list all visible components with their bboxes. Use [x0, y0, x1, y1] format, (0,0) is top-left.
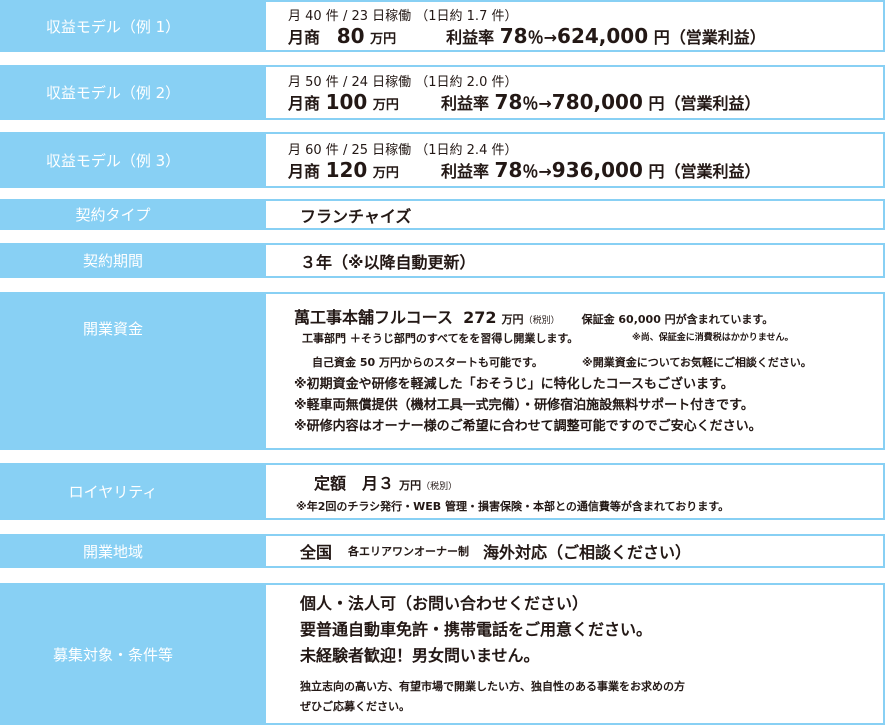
funds-own: 自己資金 50 万円からのスタートも可能です。 ※開業資金についてお気軽にご相談く…: [294, 354, 883, 370]
royalty-head: 定額 月３ 万円（税別）: [306, 470, 883, 494]
rate-unit: ％→: [522, 161, 552, 181]
deposit: 保証金 60,000 円が含まれています。: [581, 313, 774, 326]
label: ロイヤリティ: [0, 463, 266, 520]
sales: 120: [325, 157, 368, 182]
row-contract-type: 契約タイプ フランチャイズ: [0, 199, 885, 230]
rate: 78: [494, 90, 523, 114]
note: ※初期資金や研修を軽減した「おそうじ」に特化したコースもございます。: [294, 377, 734, 392]
row-funds: 開業資金 萬工事本舗フルコース 272 万円（税別） 保証金 60,000 円が含…: [0, 292, 885, 450]
unit: 万円: [501, 313, 524, 326]
profit-unit: 円（営業利益）: [648, 94, 761, 113]
contract-period-value: ３年（※以降自動更新）: [300, 252, 476, 272]
target-line: 未経験者歓迎！男女問いません。: [300, 646, 540, 665]
value: 月 40 件 / 23 日稼働 （1日約 1.7 件） 月商 80 万円 利益率 …: [266, 0, 885, 52]
label: 開業地域: [0, 534, 266, 568]
model-figures: 月商 100 万円 利益率 78％→780,000 円（営業利益）: [288, 90, 883, 114]
row-target: 募集対象・条件等 個人・法人可（お問い合わせください） 要普通自動車免許・携帯電…: [0, 583, 885, 725]
rate: 78: [499, 23, 528, 48]
value: フランチャイズ: [266, 199, 885, 230]
model-line: 月 50 件 / 24 日稼働 （1日約 2.0 件）: [288, 75, 518, 90]
area-main: 全国: [300, 543, 333, 562]
note: ※軽車両無償提供（機材工具一式完備）・研修宿泊施設無料サポート付きです。: [294, 398, 754, 413]
value: ３年（※以降自動更新）: [266, 243, 885, 278]
royalty-note: ※年2回のチラシ発行・WEB 管理・損害保険・本部との通信費等が含まれております…: [296, 499, 730, 513]
sales-prefix: 月商: [288, 161, 321, 181]
profit: 936,000: [551, 157, 643, 182]
royalty-value: 定額 月３: [314, 473, 395, 493]
target-line: 要普通自動車免許・携帯電話をご用意ください。: [300, 620, 653, 639]
label: 契約タイプ: [0, 199, 266, 230]
model-figures: 月商 120 万円 利益率 78％→936,000 円（営業利益）: [288, 158, 883, 182]
profit-unit: 円（営業利益）: [653, 27, 766, 47]
sales: 80: [336, 23, 365, 48]
target-note: ぜひご応募ください。: [300, 700, 410, 713]
unit: 万円: [399, 478, 422, 492]
model-line: 月 40 件 / 23 日稼働 （1日約 1.7 件）: [288, 8, 518, 24]
value: 月 60 件 / 25 日稼働 （1日約 2.4 件） 月商 120 万円 利益率…: [266, 132, 885, 188]
label: 開業資金: [0, 292, 266, 450]
note-sub: 工事部門 ＋そうじ部門のすべてをを習得し開業します。: [302, 332, 579, 345]
profit: 624,000: [557, 23, 649, 48]
rate: 78: [494, 157, 523, 182]
label: 契約期間: [0, 243, 266, 278]
target-note: 独立志向の高い方、有望市場で開業したい方、独自性のある事業をお求めの方: [300, 680, 685, 693]
note: ※研修内容はオーナー様のご希望に合わせて調整可能ですのでご安心ください。: [294, 419, 762, 434]
value: 定額 月３ 万円（税別） ※年2回のチラシ発行・WEB 管理・損害保険・本部との…: [266, 463, 885, 520]
sales-prefix: 月商: [288, 94, 321, 113]
value: 個人・法人可（お問い合わせください） 要普通自動車免許・携帯電話をご用意ください…: [266, 583, 885, 725]
row-model-1: 収益モデル（例 1） 月 40 件 / 23 日稼働 （1日約 1.7 件） 月…: [0, 0, 885, 52]
row-area: 開業地域 全国 各エリアワンオーナー制海外対応（ご相談ください）: [0, 534, 885, 568]
sales-unit: 万円: [370, 31, 397, 47]
course: 萬工事本舗フルコース: [294, 308, 453, 327]
funds-notes: ※初期資金や研修を軽減した「おそうじ」に特化したコースもございます。 ※軽車両無…: [294, 374, 883, 437]
sales-unit: 万円: [372, 98, 399, 113]
rate-label: 利益率: [440, 161, 489, 181]
tax-note: ※尚、保証金に消費税はかかりません。: [632, 333, 794, 343]
price: 272: [463, 308, 497, 327]
target-line: 個人・法人可（お問い合わせください）: [300, 594, 589, 613]
profit: 780,000: [551, 90, 643, 114]
profit-unit: 円（営業利益）: [648, 161, 761, 181]
label: 収益モデル（例 1）: [0, 0, 266, 52]
value: 全国 各エリアワンオーナー制海外対応（ご相談ください）: [266, 534, 885, 568]
sales-unit: 万円: [372, 165, 399, 181]
rate-label: 利益率: [446, 27, 495, 47]
area-sub: 各エリアワンオーナー制: [348, 545, 470, 558]
sales-prefix: 月商: [288, 27, 321, 47]
funds-head: 萬工事本舗フルコース 272 万円（税別） 保証金 60,000 円が含まれていま…: [294, 304, 883, 328]
tax: （税別）: [523, 316, 560, 326]
rate-label: 利益率: [440, 94, 489, 113]
funds-sub: 工事部門 ＋そうじ部門のすべてをを習得し開業します。 ※尚、保証金に消費税はかかり…: [294, 330, 883, 346]
model-line: 月 60 件 / 25 日稼働 （1日約 2.4 件）: [288, 142, 518, 158]
row-royalty: ロイヤリティ 定額 月３ 万円（税別） ※年2回のチラシ発行・WEB 管理・損害…: [0, 463, 885, 520]
tax: （税別）: [421, 481, 458, 492]
model-figures: 月商 80 万円 利益率 78％→624,000 円（営業利益）: [288, 24, 883, 48]
rate-unit: ％→: [522, 94, 552, 113]
value: 萬工事本舗フルコース 272 万円（税別） 保証金 60,000 円が含まれていま…: [266, 292, 885, 450]
row-model-2: 収益モデル（例 2） 月 50 件 / 24 日稼働 （1日約 2.0 件） 月…: [0, 65, 885, 120]
label: 募集対象・条件等: [0, 583, 266, 725]
sales: 100: [325, 90, 368, 114]
label: 収益モデル（例 2）: [0, 65, 266, 120]
rate-unit: ％→: [527, 27, 558, 47]
area-overseas: 海外対応（ご相談ください）: [483, 543, 692, 562]
contract-type-value: フランチャイズ: [300, 206, 412, 226]
row-contract-period: 契約期間 ３年（※以降自動更新）: [0, 243, 885, 278]
label: 収益モデル（例 3）: [0, 132, 266, 188]
value: 月 50 件 / 24 日稼働 （1日約 2.0 件） 月商 100 万円 利益率…: [266, 65, 885, 120]
row-model-3: 収益モデル（例 3） 月 60 件 / 25 日稼働 （1日約 2.4 件） 月…: [0, 132, 885, 188]
consult: ※開業資金についてお気軽にご相談ください。: [582, 356, 812, 369]
own-funds: 自己資金 50 万円からのスタートも可能です。: [312, 356, 543, 369]
